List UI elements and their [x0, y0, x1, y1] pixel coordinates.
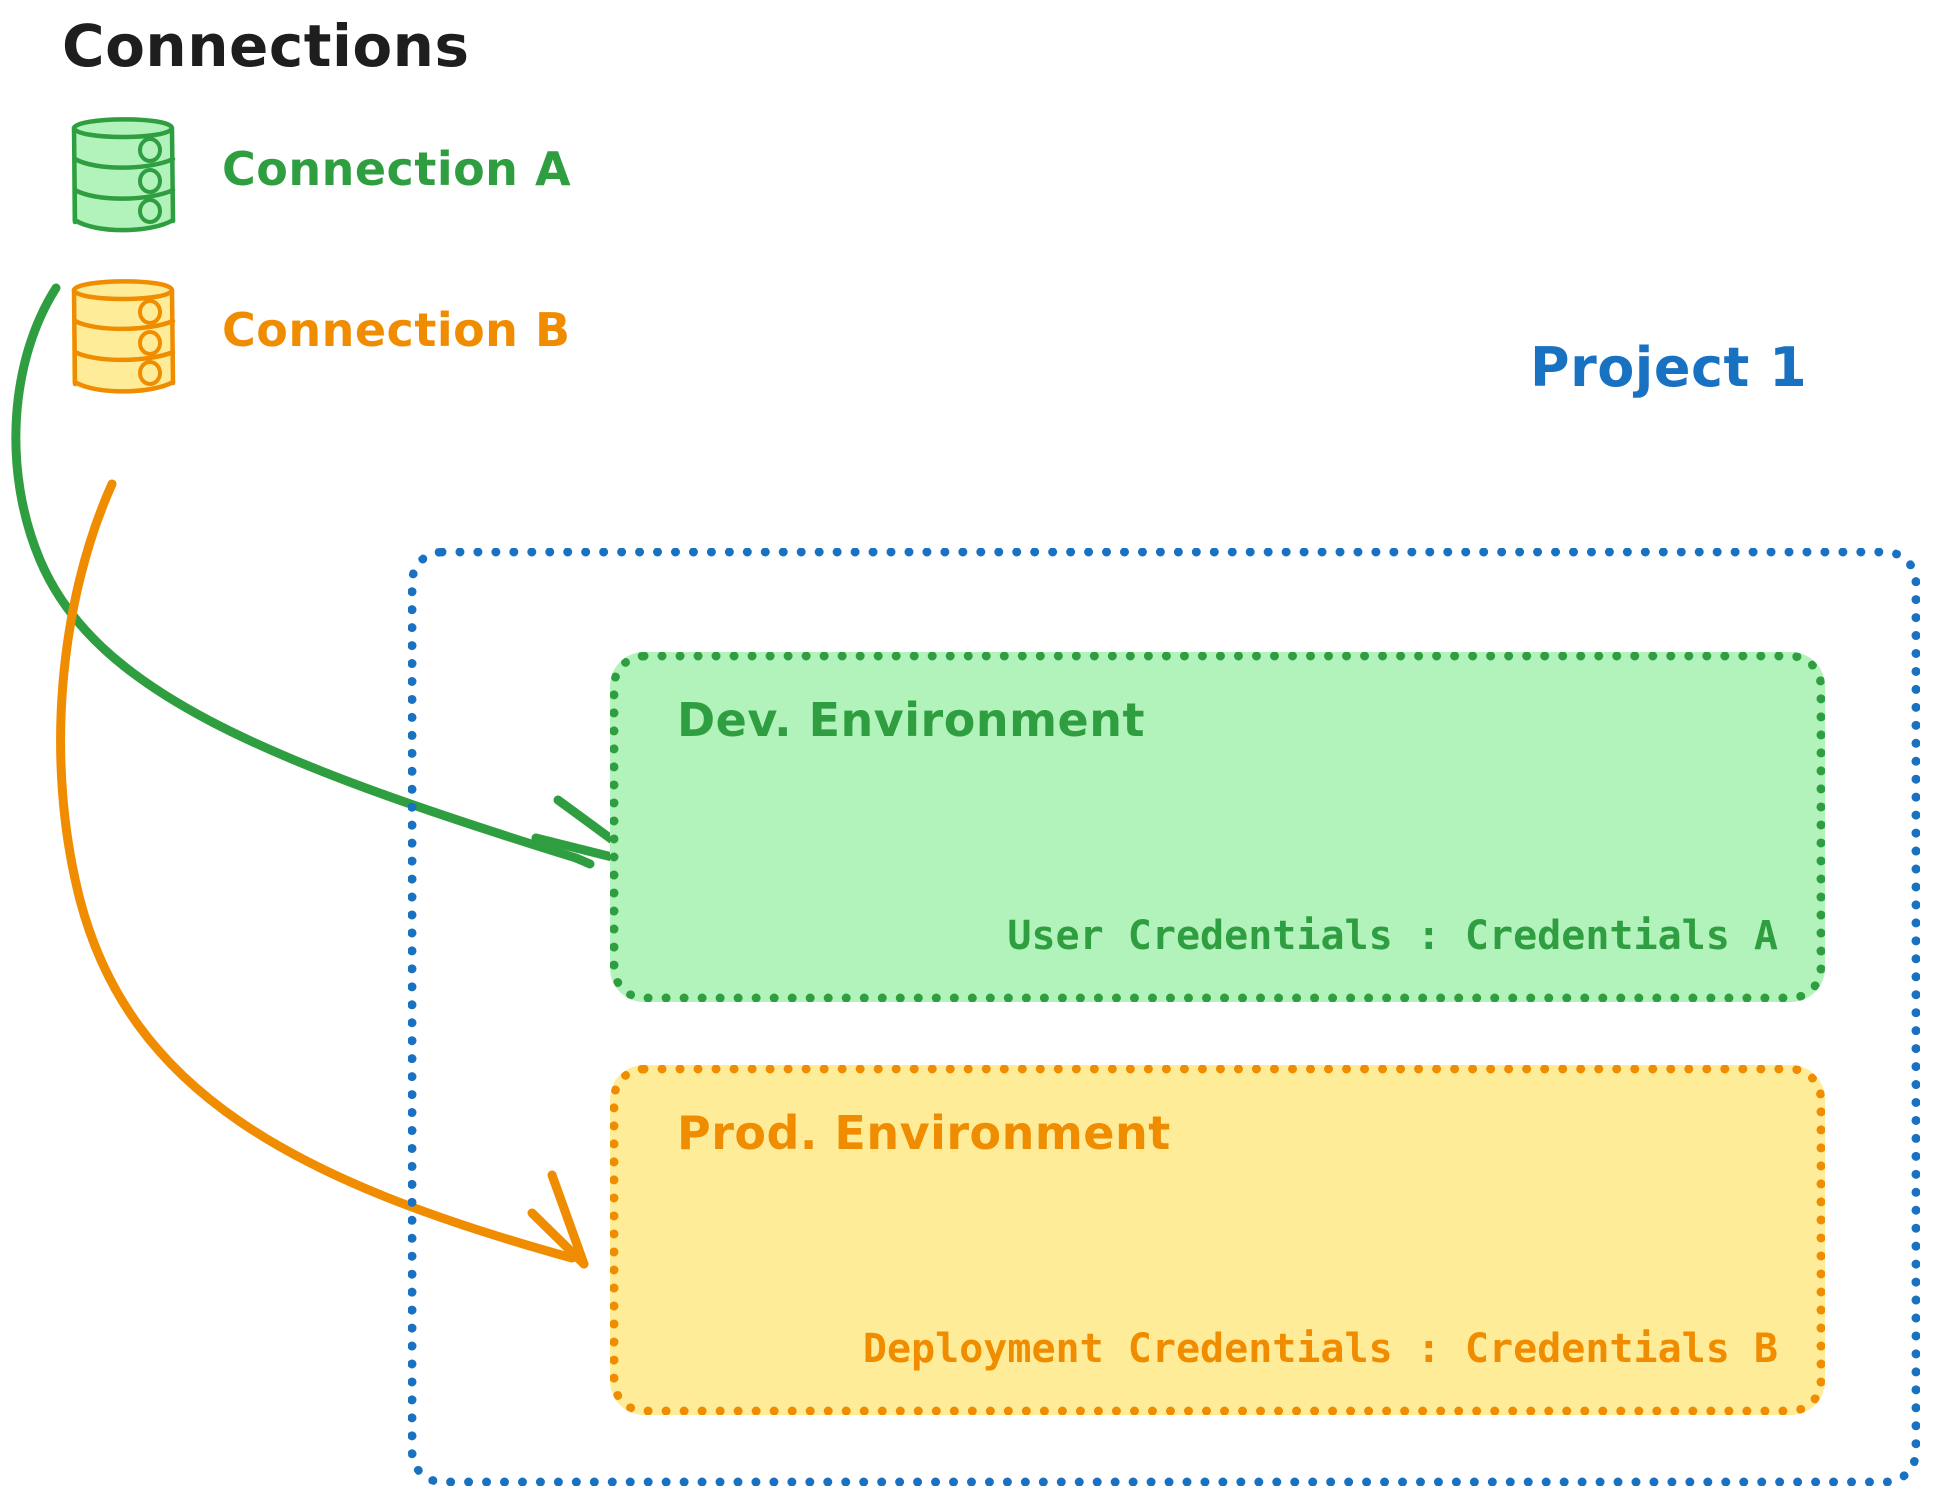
dev-environment-box[interactable]: Dev. Environment User Credentials : Cred… [610, 652, 1825, 1002]
database-icon-connection-a[interactable] [62, 110, 182, 240]
prod-environment-credentials: Deployment Credentials : Credentials B [862, 1326, 1778, 1372]
prod-environment-box[interactable]: Prod. Environment Deployment Credentials… [610, 1065, 1825, 1415]
connection-b-label: Connection B [222, 303, 571, 357]
dev-environment-title: Dev. Environment [677, 693, 1145, 747]
database-icon-connection-b[interactable] [62, 272, 182, 402]
project-container [408, 548, 1920, 1486]
project-title: Project 1 [1530, 336, 1808, 399]
page-title: Connections [62, 12, 470, 80]
connection-a-label: Connection A [222, 142, 572, 196]
prod-environment-title: Prod. Environment [677, 1106, 1171, 1160]
dev-environment-credentials: User Credentials : Credentials A [1007, 913, 1778, 959]
